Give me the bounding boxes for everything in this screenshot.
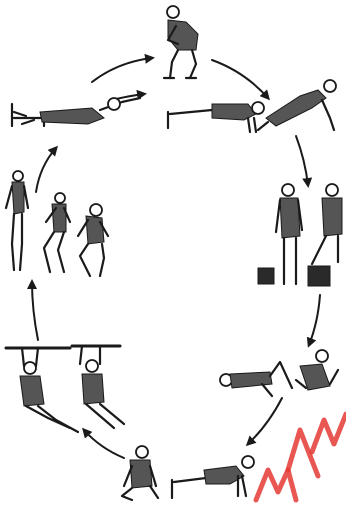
station-squat-top <box>164 6 198 78</box>
station-back-extension <box>12 98 140 126</box>
station-pull-up <box>6 346 124 432</box>
arrow-8 <box>36 148 56 192</box>
arrow-1 <box>92 58 152 82</box>
station-sit-up <box>220 350 338 396</box>
arrow-2 <box>212 60 268 98</box>
station-crouch <box>122 446 158 500</box>
station-push-up-bottom <box>172 456 254 498</box>
station-squat-sequence <box>6 171 108 276</box>
arrow-5 <box>248 398 282 444</box>
watermark <box>256 414 346 500</box>
arrow-7 <box>32 282 38 340</box>
arrow-6 <box>84 430 124 458</box>
arrow-3 <box>296 136 308 185</box>
arrow-4 <box>309 295 320 345</box>
station-step-up <box>258 184 342 286</box>
station-push-up-top <box>168 80 336 132</box>
